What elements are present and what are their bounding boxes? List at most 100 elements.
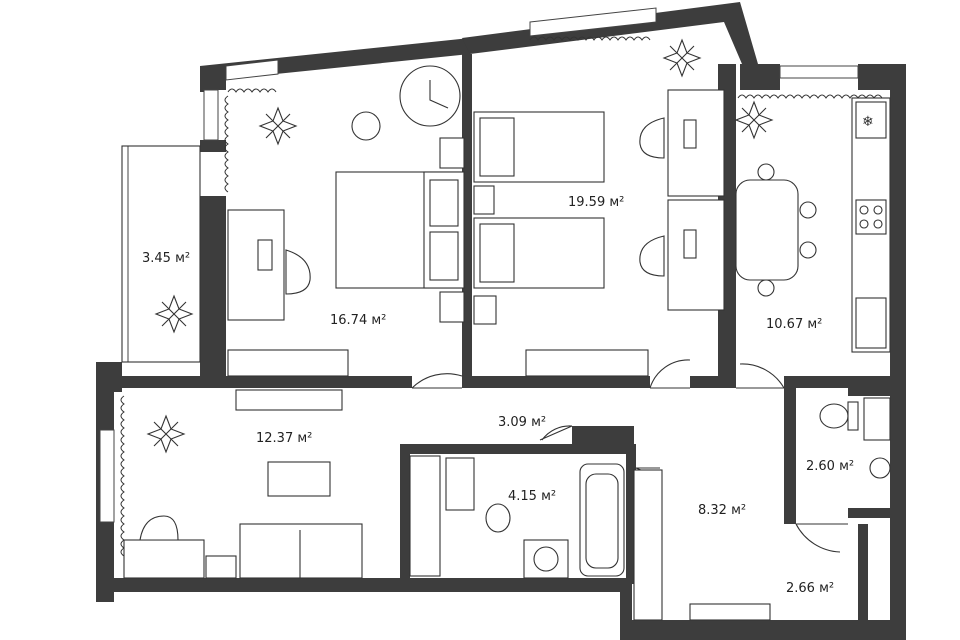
area-label-corridor: 3.09 м² <box>498 415 546 430</box>
door-toilet <box>795 523 848 553</box>
nightstand-2 <box>439 291 465 323</box>
hall-wardrobe <box>633 469 663 621</box>
wall-right <box>890 64 906 624</box>
burner-1 <box>859 205 869 215</box>
bathroom-furniture <box>409 455 625 579</box>
side-table <box>351 111 381 141</box>
chair-bedroom2-2 <box>639 235 665 277</box>
wall-partition-bedrooms <box>462 54 472 386</box>
hall-furniture <box>633 469 771 621</box>
nightstand-1 <box>439 137 465 169</box>
room-labels: 3.45 м² 16.74 м² 19.59 м² 10.67 м² 12.37… <box>142 195 854 596</box>
curtain-bedroom1 <box>227 88 277 93</box>
kitchen-furniture: ❄ <box>735 97 891 353</box>
wall-top-right <box>462 2 758 64</box>
wall-toilet-left <box>784 376 796 524</box>
wall-toilet-bottom <box>848 508 906 518</box>
plant-icon <box>662 38 702 78</box>
stove <box>855 199 887 235</box>
nightstand-4 <box>473 295 497 325</box>
toilet-bath <box>485 503 511 533</box>
rug <box>267 461 331 497</box>
toilet-cabinet <box>863 397 891 441</box>
wall-corridor-stub <box>572 426 634 448</box>
desk-living <box>123 539 205 579</box>
side-cabinet <box>205 555 237 579</box>
door-kitchen <box>736 363 785 389</box>
wall-bath-top <box>400 444 630 454</box>
wall-mid-1 <box>96 376 412 388</box>
monitor-bedroom2-2 <box>683 229 697 259</box>
dining-table <box>735 179 799 281</box>
window-living <box>99 429 115 523</box>
wall-kitchen-top <box>740 64 780 90</box>
curtain-bedroom1-side <box>224 95 229 193</box>
bath-shelf-1 <box>409 455 441 577</box>
balcony <box>121 145 201 363</box>
living-furniture <box>123 389 363 579</box>
sofa <box>239 523 363 579</box>
chair-k2 <box>757 279 775 297</box>
toilet-sink <box>869 457 891 479</box>
plant-icon <box>734 100 774 140</box>
area-label-living-room: 12.37 м² <box>256 431 312 446</box>
area-label-bathroom: 4.15 м² <box>508 489 556 504</box>
area-label-balcony: 3.45 м² <box>142 251 190 266</box>
toilet-tank <box>847 401 859 431</box>
bed-single-1-pillow <box>479 117 515 177</box>
chair-k4 <box>799 241 817 259</box>
bed-single-2-pillow <box>479 223 515 283</box>
wall-toilet-top <box>848 386 890 396</box>
toilet-furniture <box>819 397 891 479</box>
wall-left-lower <box>200 196 226 386</box>
curtain-bedroom2 <box>529 36 651 41</box>
wall-mid-3 <box>690 376 736 388</box>
plant-icon <box>154 294 194 334</box>
nightstand-3 <box>473 185 495 215</box>
area-label-closet: 2.66 м² <box>786 581 834 596</box>
plant-icon <box>146 414 186 454</box>
curtain-living <box>120 395 125 557</box>
bedroom1-furniture <box>227 65 465 377</box>
toilet-wc <box>819 403 849 429</box>
wall-mid-2 <box>462 376 650 388</box>
snowflake-icon: ❄ <box>862 114 874 130</box>
burner-3 <box>859 219 869 229</box>
wall-bath-right <box>626 444 636 584</box>
area-label-bedroom-2: 19.59 м² <box>568 195 624 210</box>
plants <box>146 38 774 454</box>
doors <box>411 359 848 553</box>
fridge <box>855 101 887 139</box>
windows <box>99 7 859 523</box>
monitor-bedroom1 <box>257 239 273 271</box>
desk-bedroom1 <box>227 209 285 321</box>
balcony-outline <box>121 145 201 363</box>
area-label-toilet: 2.60 м² <box>806 459 854 474</box>
wall-left-upper <box>200 66 226 90</box>
wall-mid-4 <box>784 376 906 388</box>
armchair-round-detail <box>429 80 449 109</box>
chair-bedroom1 <box>285 249 311 295</box>
burner-4 <box>873 219 883 229</box>
monitor-bedroom2-1 <box>683 119 697 149</box>
wall-top-left <box>200 38 470 92</box>
window-balcony <box>121 145 129 363</box>
chair-k1 <box>757 163 775 181</box>
bath-cabinet <box>445 457 475 511</box>
washer-drum <box>533 546 559 572</box>
chair-living <box>139 515 179 541</box>
window-left-bedroom1 <box>203 89 219 141</box>
area-label-bedroom-1: 16.74 м² <box>330 313 386 328</box>
wall-bottom-left <box>96 578 632 592</box>
window-bedroom1 <box>225 59 279 81</box>
area-label-hall: 8.32 м² <box>698 503 746 518</box>
wall-bottom-right <box>620 620 906 640</box>
door-bedroom1 <box>411 373 463 389</box>
wall-left-mid <box>200 140 226 152</box>
window-kitchen <box>779 65 859 79</box>
chair-bedroom2-1 <box>639 117 665 159</box>
plant-icon <box>258 106 298 146</box>
bathtub-inner <box>585 473 619 569</box>
wall-bath-left <box>400 444 410 584</box>
